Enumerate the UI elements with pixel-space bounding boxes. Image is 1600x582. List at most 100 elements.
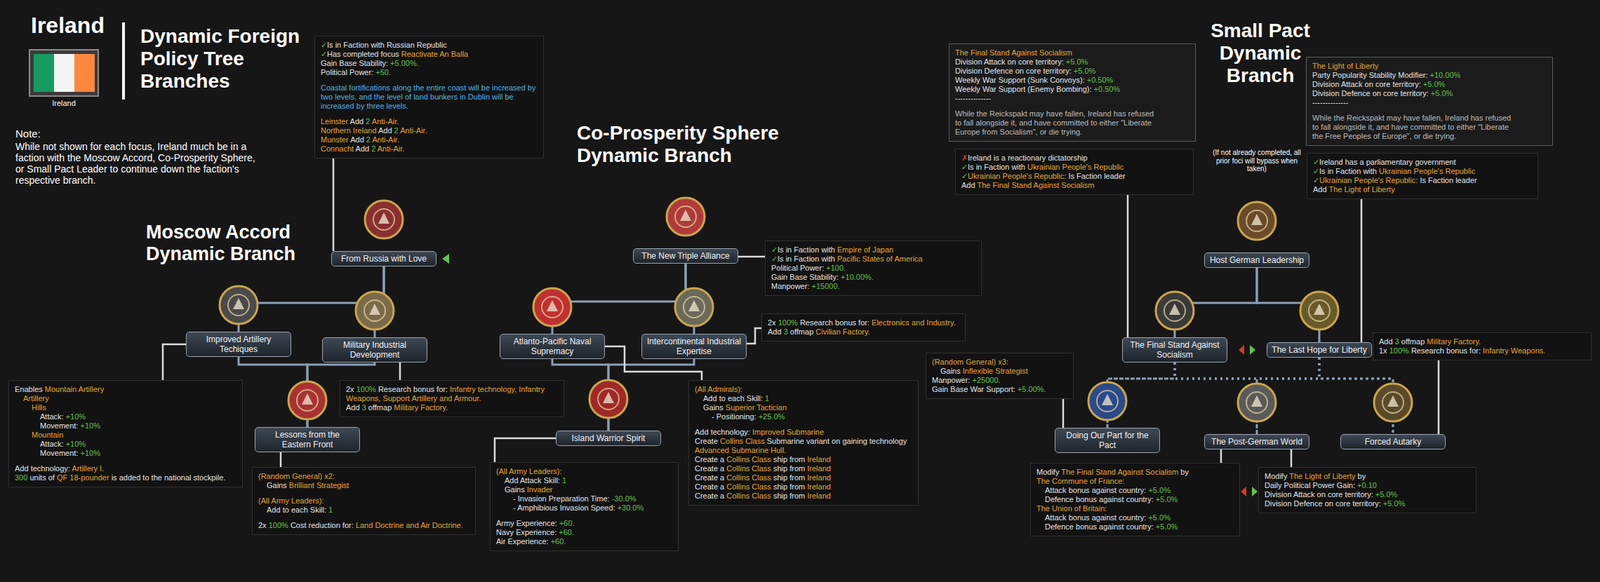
tooltip-line: Add 3 offmap Military Factory. <box>345 403 558 413</box>
focus-name: Intercontinental Industrial Expertise <box>646 336 742 357</box>
tooltip-line: Coastal fortifications along the entire … <box>320 83 538 111</box>
tooltip-line: 2x 100% Research bonus for: Electronics … <box>767 318 960 328</box>
focus-tooltip: (All Admirals):Add to each Skill: 1Gains… <box>688 380 919 506</box>
tooltip-line: Division Attack on core territory: +5.0% <box>1312 80 1513 90</box>
focus-tree-connector <box>552 263 686 335</box>
focus-name: The Post-German World <box>1209 437 1305 448</box>
branch-heading: Moscow Accord Dynamic Branch <box>145 221 315 266</box>
tooltip-line: Mountain <box>14 430 237 440</box>
tooltip-line: Add to each Skill: 1 <box>694 394 913 404</box>
focus-tooltip: Modify The Light of Liberty byDaily Poli… <box>1258 467 1477 514</box>
focus-tooltip: ✓Is in Faction with Empire of Japan✓Is i… <box>764 240 982 297</box>
tooltip-line: Gain Base War Support: +5.00%. <box>931 385 1068 395</box>
tooltip-line: - Amphibious Invasion Speed: +30.0% <box>496 503 673 513</box>
tooltip-line: Gain Base Stability: +10.00%. <box>771 272 976 283</box>
tooltip-line: Add technology: Artillery I. <box>14 464 237 474</box>
focus-tooltip: (Random General) x3:Gains Inflexible Str… <box>925 352 1074 400</box>
focus-name: Lessons from the Eastern Front <box>259 430 356 450</box>
tooltip-line: - Positioning: +25.0% <box>694 412 913 422</box>
tooltip-line: Connacht Add 2 Anti-Air. <box>320 144 538 154</box>
focus-icon <box>533 288 572 327</box>
irish-flag <box>29 49 99 97</box>
tooltip-line: Leinster Add 2 Anti-Air. <box>320 117 538 127</box>
tooltip-line: Create a Collins Class ship from Ireland <box>694 482 913 492</box>
tooltip-line: Attack bonus against country: +5.0% <box>1036 486 1234 496</box>
tooltip-line: Manpower: +15000. <box>771 282 976 292</box>
focus-icon <box>589 380 628 419</box>
focus-tooltip: (All Army Leaders):Add Attack Skill: 1Ga… <box>489 462 679 552</box>
focus-name: The New Triple Alliance <box>637 251 734 262</box>
focus-icon-detail <box>546 300 558 312</box>
focus-icon-detail <box>378 212 390 224</box>
tooltip-line: ✓Is in Faction with Empire of Japan <box>771 245 976 255</box>
tooltip-line: 1x 100% Research bonus for: Infantry Wea… <box>1378 346 1586 356</box>
tooltip-line: Northern Ireland Add 2 Anti-Air. <box>320 126 538 136</box>
focus-icon-detail <box>1246 392 1268 414</box>
focus-name: Improved Artillery Techiques <box>190 334 287 355</box>
tooltip-line: Hills <box>14 403 237 413</box>
focus-plate: Improved Artillery Techiques <box>185 331 292 358</box>
tooltip-line: Gains Brilliant Strategist <box>258 481 470 491</box>
branch-heading: Co-Prosperity Sphere Dynamic Branch <box>576 122 809 168</box>
tooltip-line: Movement: +10% <box>14 449 237 459</box>
focus-plate: Forced Autarky <box>1340 434 1446 450</box>
focus-icon-detail <box>373 209 395 231</box>
focus-plate: The New Triple Alliance <box>632 248 739 264</box>
tooltip-line: 300 units of QF 18-pounder is added to t… <box>14 473 237 483</box>
tooltip-line: Gains Inflexible Strategist <box>931 367 1068 377</box>
tooltip-line: ✓Is in Faction with Russian Republic <box>320 40 538 50</box>
tooltip-line: Defence bonus against country: +5.0% <box>1036 522 1234 532</box>
focus-name: Island Warrior Spirit <box>560 433 657 444</box>
tooltip-line: ✓Ireland has a parliamentary government <box>1312 157 1532 168</box>
tooltip-line: Daily Political Power Gain: +0.10 <box>1264 481 1471 491</box>
tooltip-line: Create a Collins Class ship from Ireland <box>694 473 913 483</box>
tooltip-line: Weekly War Support (Sunk Convoys): +0.50… <box>955 75 1156 85</box>
focus-tooltip: Enables Mountain ArtilleryArtilleryHills… <box>8 380 243 488</box>
tooltip-line: ✗Ireland is a reactionary dictatorship <box>961 153 1188 163</box>
focus-icon <box>1374 383 1412 422</box>
tooltip-line: - Invasion Preparation Time: -30.0% <box>496 494 673 504</box>
tooltip-line: Modify The Light of Liberty by <box>1264 472 1471 482</box>
focus-plate: The Last Hope for Liberty <box>1266 342 1372 358</box>
focus-plate: Atlanto-Pacific Naval Supremacy <box>499 334 605 360</box>
focus-icon-detail <box>1246 210 1268 232</box>
tooltip-line: ✓Is in Faction with Ukrainian People's R… <box>1312 167 1532 177</box>
tooltip-line: Create Collins Class Submarine variant o… <box>694 437 913 456</box>
tooltip-line: Division Defence on core territory: +5.0… <box>955 66 1156 76</box>
focus-icon <box>675 288 713 327</box>
focus-icon <box>364 200 403 239</box>
tooltip-line: Add Attack Skill: 1 <box>496 476 673 486</box>
focus-tooltip: ✓Is in Faction with Russian Republic✓Has… <box>314 35 544 159</box>
focus-icon-detail <box>1251 395 1263 408</box>
focus-icon <box>666 197 705 236</box>
tooltip-line: Munster Add 2 Anti-Air. <box>320 135 538 145</box>
leader-line <box>1127 195 1130 338</box>
focus-icon <box>1155 291 1194 330</box>
focus-icon-detail <box>232 298 245 310</box>
tooltip-line: Add to each Skill: 1 <box>258 505 470 516</box>
focus-icon-detail <box>675 206 697 228</box>
tooltip-line: (All Admirals): <box>694 385 913 395</box>
tooltip-line: Gains Invader <box>496 485 673 495</box>
focus-name: The Final Stand Against Socialism <box>1127 340 1223 360</box>
focus-icon-detail <box>1096 390 1118 412</box>
tooltip-line: Attack bonus against country: +5.0% <box>1036 513 1234 523</box>
focus-icon <box>288 381 327 420</box>
tooltip-line: (Random General) x3: <box>931 357 1068 368</box>
tooltip-line: Add 3 offmap Military Factory. <box>1378 337 1586 347</box>
note-text: While not shown for each focus, Ireland … <box>15 141 258 186</box>
tooltip-line: Attack: +10% <box>14 440 237 450</box>
focus-icon <box>1088 382 1127 421</box>
idea-tooltip: The Final Stand Against SocialismDivisio… <box>948 43 1196 142</box>
leader-line <box>1437 360 1440 435</box>
focus-name: From Russia with Love <box>336 254 432 264</box>
leader-line <box>1360 199 1363 343</box>
available-arrow <box>442 254 450 264</box>
tooltip-line: 2x 100% Research bonus for: Infantry tec… <box>345 385 558 404</box>
note-heading: Note: <box>15 127 269 140</box>
tooltip-line: Division Defence on core territory: +5.0… <box>1312 89 1513 99</box>
tooltip-line: Party Popularity Stability Modifier: +10… <box>1312 70 1513 80</box>
tooltip-line: (All Army Leaders): <box>496 467 673 477</box>
focus-plate: Doing Our Part for the Pact <box>1054 428 1160 454</box>
focus-icon-detail <box>688 300 700 312</box>
